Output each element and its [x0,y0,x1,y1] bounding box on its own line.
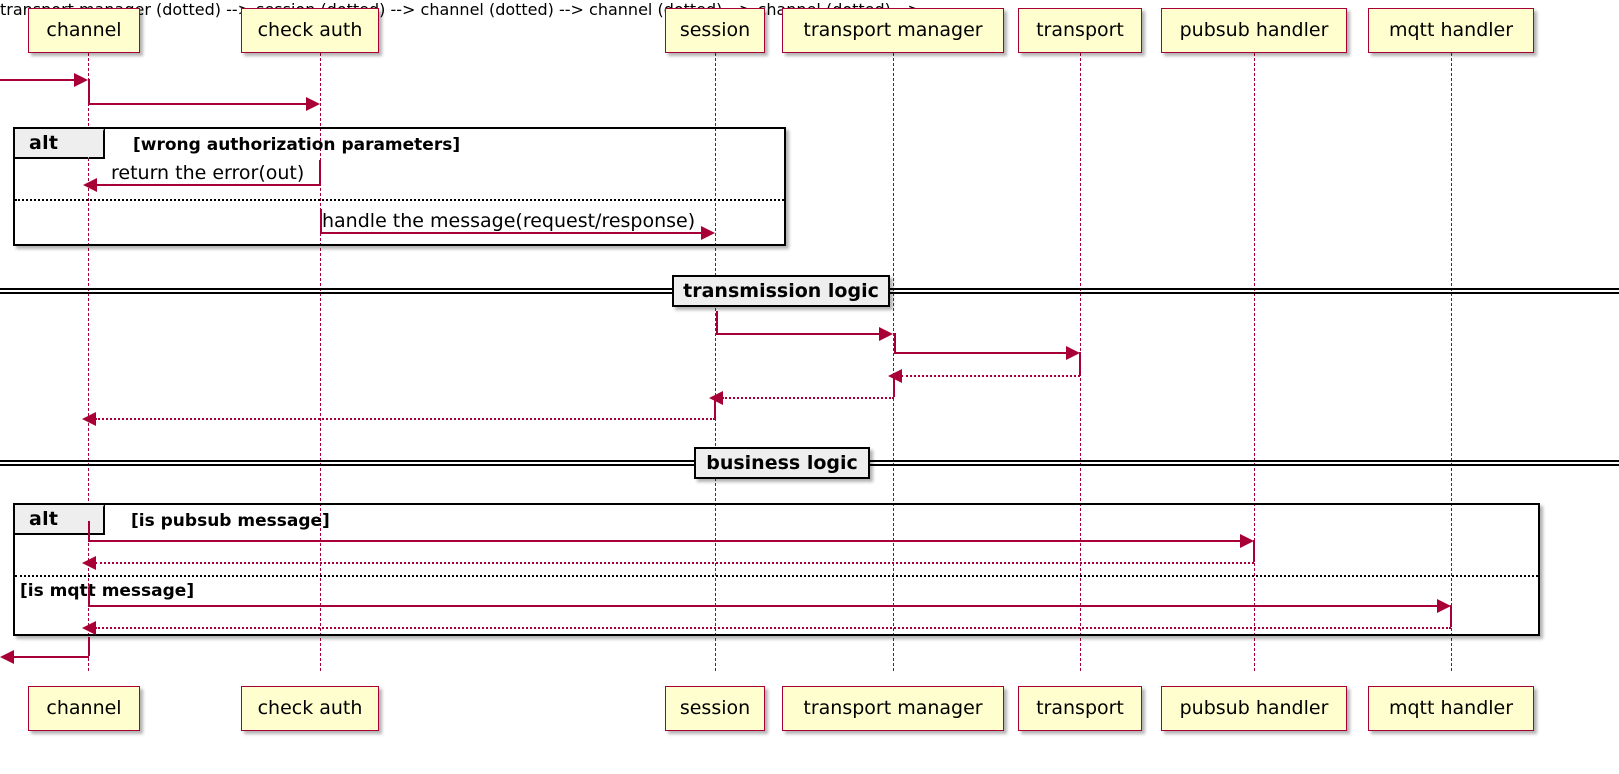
participant-label: pubsub handler [1179,19,1329,41]
participant-check-auth-bottom[interactable]: check auth [241,686,379,731]
alt-group-authorization-else-divider [15,199,784,201]
participant-channel-bottom[interactable]: channel [28,686,140,731]
participant-label: mqtt handler [1388,19,1514,41]
participant-transport-bottom[interactable]: transport [1018,686,1142,731]
message-outbound-from-channel-stub [88,637,90,656]
message-transport-to-transport-manager-stub [1079,352,1081,375]
divider-transmission-logic-box: transmission logic [672,275,890,307]
message-channel-to-mqtt-stub [88,587,90,605]
participant-label: transport [1036,697,1124,719]
participant-label: check auth [257,697,363,719]
alt-group-business-header: alt [15,505,105,535]
message-session-to-channel-line [95,418,715,420]
message-transport-to-transport-manager-arrowhead [888,369,902,383]
message-handle-message-stub [320,209,322,232]
lifeline-channel [88,53,89,671]
message-mqtt-to-channel-stub [1450,605,1452,627]
message-transport-manager-to-transport-stub [894,333,896,352]
message-channel-to-pubsub-arrowhead [1240,534,1254,548]
participant-pubsub-handler-top[interactable]: pubsub handler [1161,8,1347,53]
lifeline-pubsub-handler [1254,53,1255,671]
participant-label: session [679,697,751,719]
alt-group-business-condition: [is pubsub message] [131,511,330,531]
participant-transport-manager-bottom[interactable]: transport manager [782,686,1004,731]
message-pubsub-to-channel-arrowhead [82,556,96,570]
message-inbound-to-channel-line [0,79,76,81]
participant-mqtt-handler-bottom[interactable]: mqtt handler [1368,686,1534,731]
message-outbound-from-channel-line [12,656,89,658]
alt-group-business [13,503,1540,636]
alt-group-authorization [13,127,786,246]
message-transport-to-transport-manager-line [901,375,1080,377]
message-handle-message-arrowhead [701,226,715,240]
message-transport-manager-to-transport-line [894,352,1068,354]
message-session-to-channel-arrowhead [82,412,96,426]
message-handle-message-label: handle the message(request/response) [322,210,696,232]
participant-label: channel [46,19,122,41]
alt-header-skew [88,505,104,535]
alt-keyword-label: alt [29,508,59,530]
message-transport-manager-to-transport-arrowhead [1066,346,1080,360]
participant-label: mqtt handler [1388,697,1514,719]
divider-transmission-logic-line-right [886,288,1619,294]
message-transport-manager-to-session-line [722,397,894,399]
message-return-error-arrowhead [83,178,97,192]
alt-header-skew [88,129,104,159]
message-return-error-label: return the error(out) [111,162,305,184]
participant-session-bottom[interactable]: session [665,686,765,731]
participant-label: check auth [257,19,363,41]
participant-label: transport manager [803,697,983,719]
participant-transport-manager-top[interactable]: transport manager [782,8,1004,53]
participant-label: channel [46,697,122,719]
message-handle-message-line [320,232,703,234]
message-channel-to-mqtt-line [88,605,1440,607]
message-return-error-line [96,184,320,186]
lifeline-check-auth [320,53,321,671]
message-transport-manager-to-session-arrowhead [709,391,723,405]
lifeline-session [715,53,716,671]
alt-group-authorization-condition: [wrong authorization parameters] [133,135,461,155]
message-transport-manager-to-session-stub [893,375,895,397]
divider-label: transmission logic [683,280,879,302]
message-mqtt-to-channel-arrowhead [82,621,96,635]
message-session-to-channel-stub [714,397,716,418]
lifeline-mqtt-handler [1451,53,1452,671]
message-session-to-transport-manager-stub [716,311,718,333]
message-return-error-stub [319,160,321,184]
participant-channel-top[interactable]: channel [28,8,140,53]
participant-mqtt-handler-top[interactable]: mqtt handler [1368,8,1534,53]
message-outbound-from-channel-arrowhead [0,650,14,664]
participant-pubsub-handler-bottom[interactable]: pubsub handler [1161,686,1347,731]
message-session-to-transport-manager-line [716,333,881,335]
message-channel-to-pubsub-stub [88,521,90,540]
divider-business-logic-box: business logic [694,447,870,479]
alt-group-business-else-condition: [is mqtt message] [20,581,195,601]
message-pubsub-to-channel-stub [1253,540,1255,562]
divider-business-logic-line-left [0,460,698,466]
message-channel-to-mqtt-arrowhead [1437,599,1451,613]
alt-group-business-else-divider [15,575,1538,577]
message-mqtt-to-channel-line [95,627,1451,629]
alt-keyword-label: alt [29,132,59,154]
message-channel-to-check-auth-stub [88,79,90,103]
participant-label: pubsub handler [1179,697,1329,719]
lifeline-transport-manager [893,53,894,671]
message-session-to-transport-manager-arrowhead [879,327,893,341]
divider-business-logic-line-right [866,460,1619,466]
message-inbound-to-channel-arrowhead [74,73,88,87]
message-pubsub-to-channel-line [95,562,1254,564]
participant-check-auth-top[interactable]: check auth [241,8,379,53]
participant-label: transport manager [803,19,983,41]
participant-label: transport [1036,19,1124,41]
divider-label: business logic [706,452,858,474]
participant-transport-top[interactable]: transport [1018,8,1142,53]
alt-group-authorization-header: alt [15,129,105,159]
message-channel-to-pubsub-line [88,540,1243,542]
participant-session-top[interactable]: session [665,8,765,53]
message-channel-to-check-auth-arrowhead [306,97,320,111]
message-channel-to-check-auth-line [88,103,308,105]
participant-label: session [679,19,751,41]
divider-transmission-logic-line-left [0,288,676,294]
